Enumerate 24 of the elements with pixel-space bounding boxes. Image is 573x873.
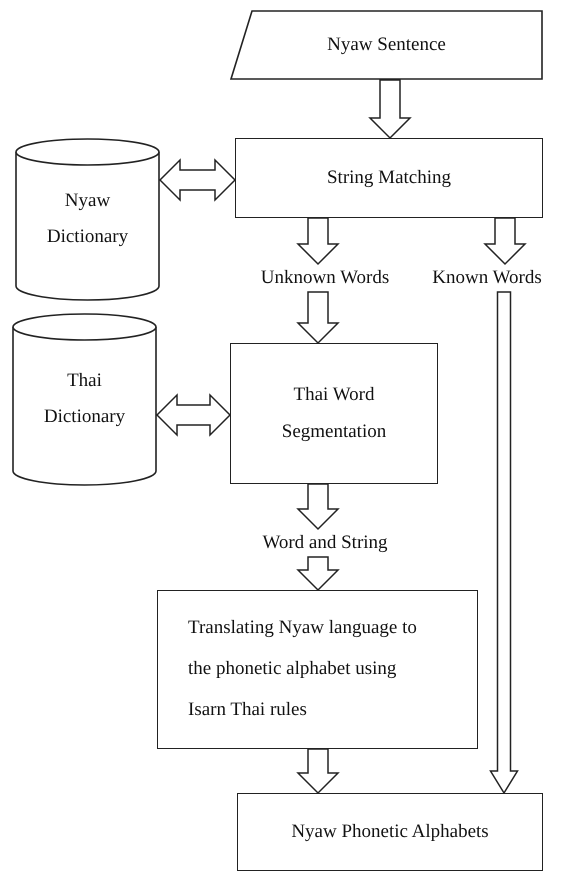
node-label: Thai Dictionary: [42, 368, 126, 429]
process-box: [237, 793, 543, 871]
hollow-arrow: [296, 556, 340, 591]
node-label: Nyaw Sentence: [327, 32, 446, 57]
hollow-arrow: [158, 158, 236, 202]
node-label: Thai Word Segmentation: [280, 383, 388, 444]
process-box: [230, 343, 438, 484]
hollow-arrow: [296, 217, 340, 265]
hollow-arrow: [156, 393, 231, 437]
flow-label-text: Known Words: [432, 266, 542, 290]
hollow-arrow: [296, 748, 340, 794]
flow-label-text: Unknown Words: [260, 266, 390, 290]
hollow-arrow: [489, 291, 519, 794]
process-box: [235, 138, 543, 218]
hollow-arrow: [368, 79, 412, 139]
hollow-arrow: [483, 217, 527, 265]
node-label: String Matching: [326, 166, 452, 190]
hollow-arrow: [296, 291, 340, 344]
node-label: Translating Nyaw language to the phonetic alphabet using Isarn Thai rules: [188, 616, 418, 722]
node-label: Nyaw Phonetic Alphabets: [291, 820, 489, 844]
hollow-arrow: [296, 483, 340, 530]
process-box: [157, 590, 478, 749]
node-label: Nyaw Dictionary: [46, 188, 130, 249]
flow-label-text: Word and String: [262, 530, 388, 555]
